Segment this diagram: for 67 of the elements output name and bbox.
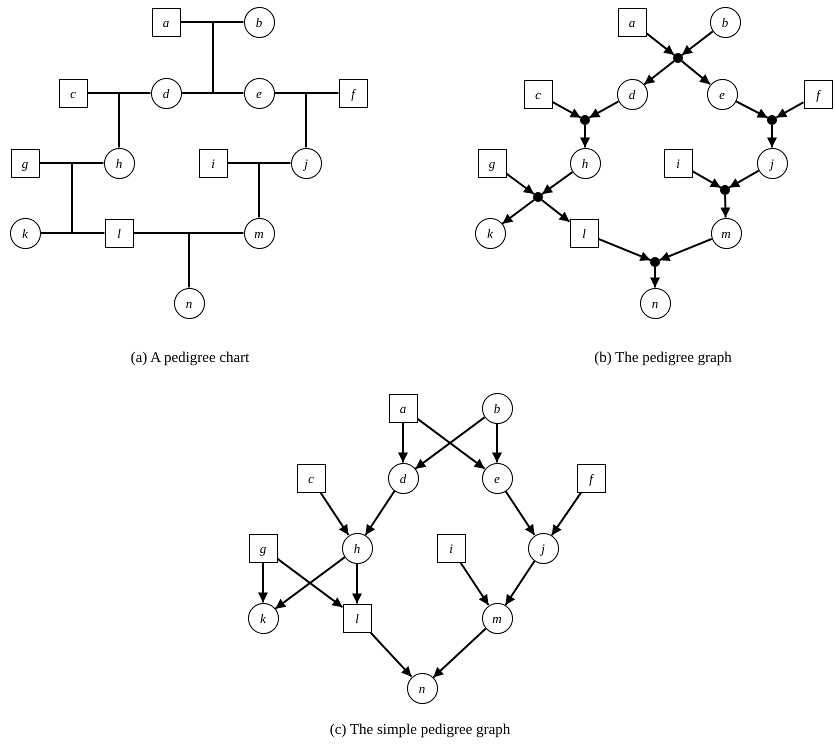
arrow: [432, 628, 486, 678]
male-square: f: [576, 464, 606, 492]
arrow: [320, 492, 350, 536]
arrow: [258, 562, 268, 602]
arrow: [352, 564, 362, 604]
arrow: [550, 492, 582, 536]
connector-line: [305, 93, 307, 148]
connector-line: [72, 232, 104, 234]
connector-line: [258, 163, 260, 218]
arrow: [552, 101, 582, 118]
connector-line: [40, 163, 73, 234]
arrow: [735, 100, 768, 119]
arrow: [776, 101, 804, 118]
caption: (a) A pedigree chart: [130, 348, 250, 368]
arrow: [460, 562, 490, 606]
arrow: [767, 125, 777, 148]
arrow: [364, 490, 396, 536]
arrow: [492, 424, 502, 462]
arrow: [681, 60, 711, 85]
connector-line: [274, 92, 338, 94]
arrow: [588, 100, 619, 118]
male-square: g: [478, 148, 506, 178]
connector-line: [118, 93, 120, 148]
arrow: [504, 560, 536, 606]
male-square: l: [570, 218, 598, 248]
arrow: [644, 60, 675, 86]
male-square: a: [388, 394, 418, 422]
connector-line: [40, 162, 104, 164]
arrow: [598, 238, 651, 262]
connector-line: [228, 162, 290, 164]
male-square: l: [342, 604, 372, 632]
male-square: i: [664, 148, 692, 178]
caption: (c) The simple pedigree graph: [330, 720, 510, 740]
arrow: [504, 490, 536, 536]
male-square: c: [296, 464, 326, 492]
arrow: [370, 632, 412, 678]
male-square: f: [804, 80, 832, 108]
male-square: f: [338, 78, 368, 108]
arrow: [728, 170, 760, 188]
male-square: i: [436, 534, 466, 562]
arrow: [659, 238, 712, 262]
caption: (b) The pedigree graph: [594, 348, 732, 368]
male-square: g: [248, 534, 278, 562]
connector-line: [88, 92, 150, 94]
male-square: a: [618, 8, 646, 36]
arrow: [506, 172, 535, 195]
connector-line: [182, 22, 214, 94]
connector-line: [188, 233, 190, 288]
arrow: [681, 30, 714, 56]
arrow: [502, 199, 535, 224]
male-square: l: [104, 218, 134, 248]
connector-line: [180, 21, 244, 23]
arrow: [692, 170, 722, 188]
male-square: c: [58, 78, 88, 108]
arrow: [650, 267, 660, 288]
arrow: [541, 199, 570, 222]
arrow: [580, 125, 590, 148]
arrow: [646, 32, 675, 56]
connector-line: [213, 92, 244, 94]
male-square: a: [152, 8, 180, 36]
arrow: [720, 194, 730, 218]
male-square: g: [10, 148, 40, 178]
connector-line: [134, 232, 244, 234]
male-square: i: [198, 148, 228, 178]
male-square: c: [524, 80, 552, 108]
arrow: [542, 171, 573, 195]
arrow: [398, 422, 408, 462]
